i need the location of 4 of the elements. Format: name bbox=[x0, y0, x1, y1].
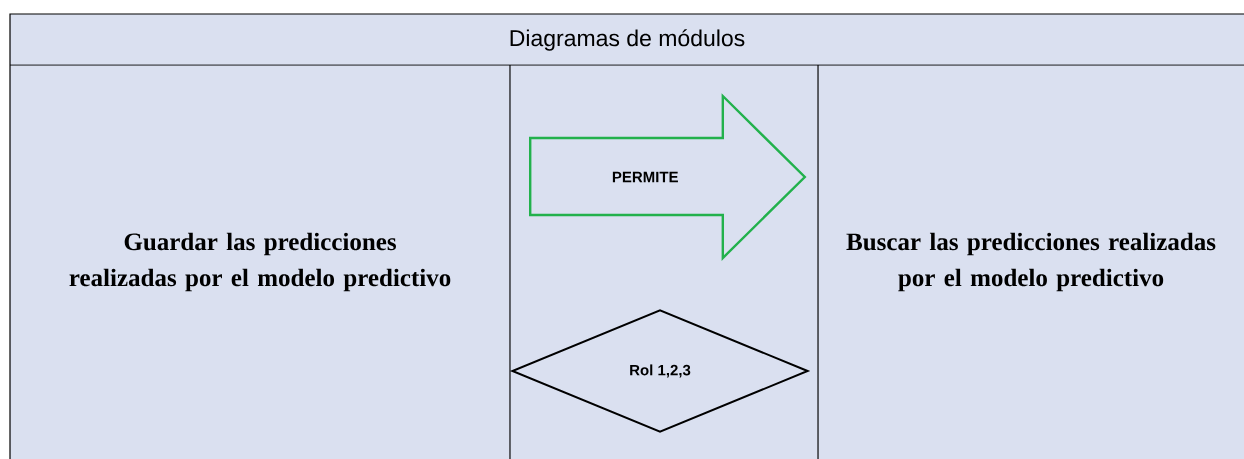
text-cell: Buscar las predicciones realizadas por el modelo predictivo bbox=[846, 232, 1216, 292]
table-header: Diagramas de módulos bbox=[510, 29, 745, 51]
block-arrow bbox=[529, 93, 807, 261]
text-cell: Guardar las predicciones realizadas por el modelo predictivo bbox=[69, 232, 451, 292]
